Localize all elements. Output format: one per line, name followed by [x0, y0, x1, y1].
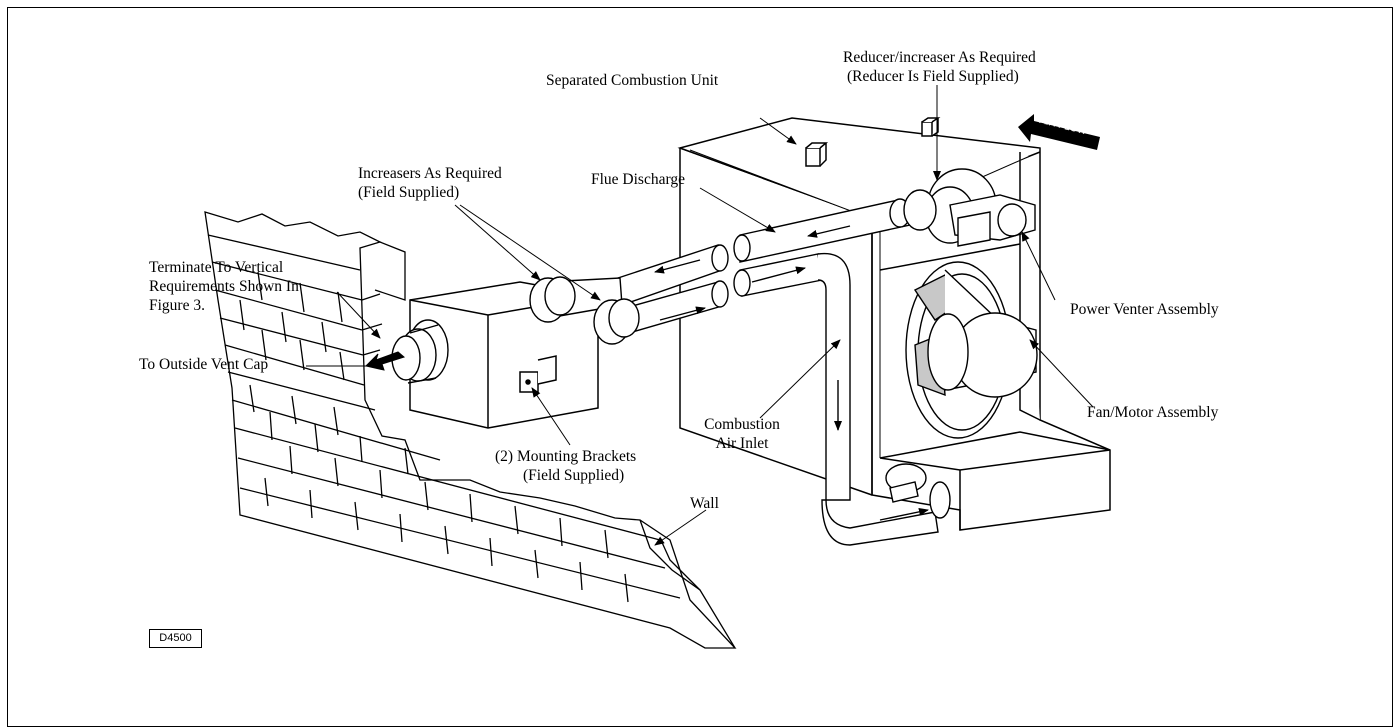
leader-lines	[306, 85, 1094, 546]
label-outside-vent-cap: To Outside Vent Cap	[139, 356, 269, 373]
label-brackets-line1: (2) Mounting Brackets	[495, 448, 637, 465]
label-terminate-line2: Requirements Shown In	[149, 278, 299, 295]
label-separated-combustion-unit: Separated Combustion Unit	[546, 72, 719, 89]
label-terminate-line3: Figure 3.	[149, 297, 205, 314]
label-combustion-line1: Combustion	[704, 416, 780, 433]
drawing-code: D4500	[149, 629, 202, 648]
label-flue-discharge: Flue Discharge	[591, 171, 685, 188]
label-wall: Wall	[690, 495, 719, 512]
air-flow-arrow	[1018, 114, 1100, 150]
label-fan-motor: Fan/Motor Assembly	[1087, 404, 1219, 421]
brick-wall	[204, 211, 737, 649]
label-reducer-line2: (Reducer Is Field Supplied)	[847, 68, 1019, 85]
label-power-venter: Power Venter Assembly	[1070, 301, 1219, 318]
label-brackets-line2: (Field Supplied)	[523, 467, 625, 484]
combustion-air-pipes	[593, 252, 951, 546]
label-reducer-line1: Reducer/increaser As Required	[843, 49, 1036, 66]
outlet-arrow	[365, 351, 406, 371]
outlet-collar	[391, 319, 449, 384]
label-terminate-line1: Terminate To Vertical	[149, 259, 284, 276]
label-increasers-line2: (Field Supplied)	[358, 184, 460, 201]
label-increasers-line1: Increasers As Required	[358, 165, 502, 182]
flow-arrows	[654, 225, 929, 521]
label-combustion-line2: Air Inlet	[715, 435, 769, 452]
power-venter-assembly	[925, 168, 1036, 247]
fan-motor-assembly	[905, 261, 1038, 439]
